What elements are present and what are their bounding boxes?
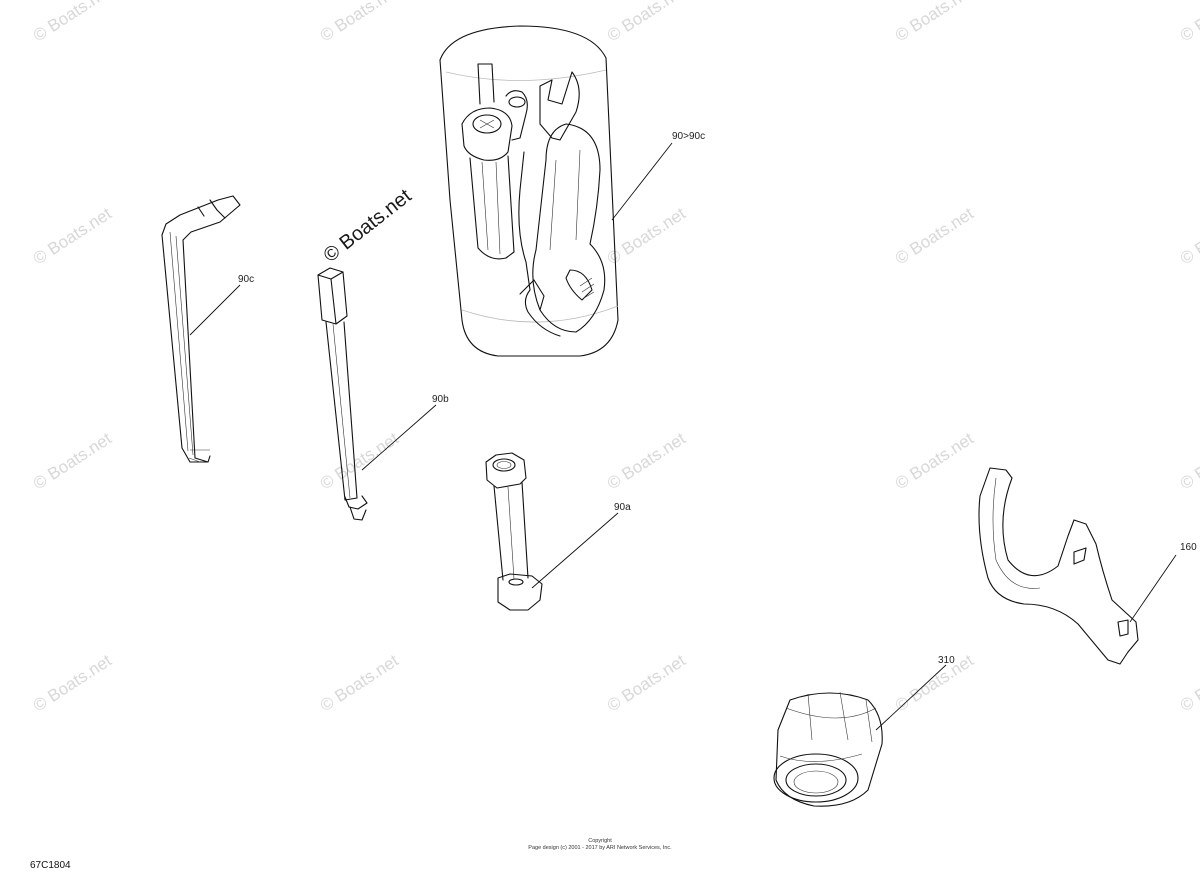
hex-bar-90b[interactable]: [317, 267, 368, 521]
watermark: © Boats.net: [1177, 204, 1200, 269]
watermark: © Boats.net: [317, 651, 402, 716]
diagram-code: 67C1804: [30, 860, 71, 871]
tool-kit-90-90c[interactable]: [439, 25, 619, 357]
hex-key-90c[interactable]: [161, 195, 241, 463]
watermark: © Boats.net: [317, 429, 402, 494]
watermark: © Boats.net: [892, 429, 977, 494]
watermark-main: © Boats.net: [320, 185, 416, 267]
spanner-wrench-160[interactable]: [978, 467, 1139, 665]
leader-lines: [189, 142, 1177, 731]
callout-90b[interactable]: 90b: [432, 394, 449, 405]
callout-310[interactable]: 310: [938, 655, 955, 666]
watermark-grid: © Boats.net © Boats.net © Boats.net © Bo…: [30, 0, 1200, 715]
watermark: © Boats.net: [604, 651, 689, 716]
watermark: © Boats.net: [1177, 651, 1200, 716]
watermark: © Boats.net: [317, 0, 402, 45]
callout-90-90c[interactable]: 90>90c: [672, 131, 705, 142]
tube-wrench-90a[interactable]: [485, 452, 543, 611]
watermark: © Boats.net: [604, 429, 689, 494]
callout-90a[interactable]: 90a: [614, 502, 631, 513]
callout-160[interactable]: 160: [1180, 542, 1197, 553]
copyright-line: Page design (c) 2001 - 2017 by ARI Netwo…: [528, 845, 672, 851]
watermark: © Boats.net: [1177, 0, 1200, 45]
watermark: © Boats.net: [30, 651, 115, 716]
watermark: © Boats.net: [604, 0, 689, 45]
watermark: © Boats.net: [892, 0, 977, 45]
watermark: © Boats.net: [30, 429, 115, 494]
watermark: © Boats.net: [892, 204, 977, 269]
watermark: © Boats.net: [30, 0, 115, 45]
watermark: © Boats.net: [892, 651, 977, 716]
watermark: © Boats.net: [30, 204, 115, 269]
watermark: © Boats.net: [1177, 429, 1200, 494]
nut-cap-310[interactable]: [773, 691, 883, 807]
callout-90c[interactable]: 90c: [238, 274, 254, 285]
copyright-title: Copyright: [588, 838, 612, 844]
